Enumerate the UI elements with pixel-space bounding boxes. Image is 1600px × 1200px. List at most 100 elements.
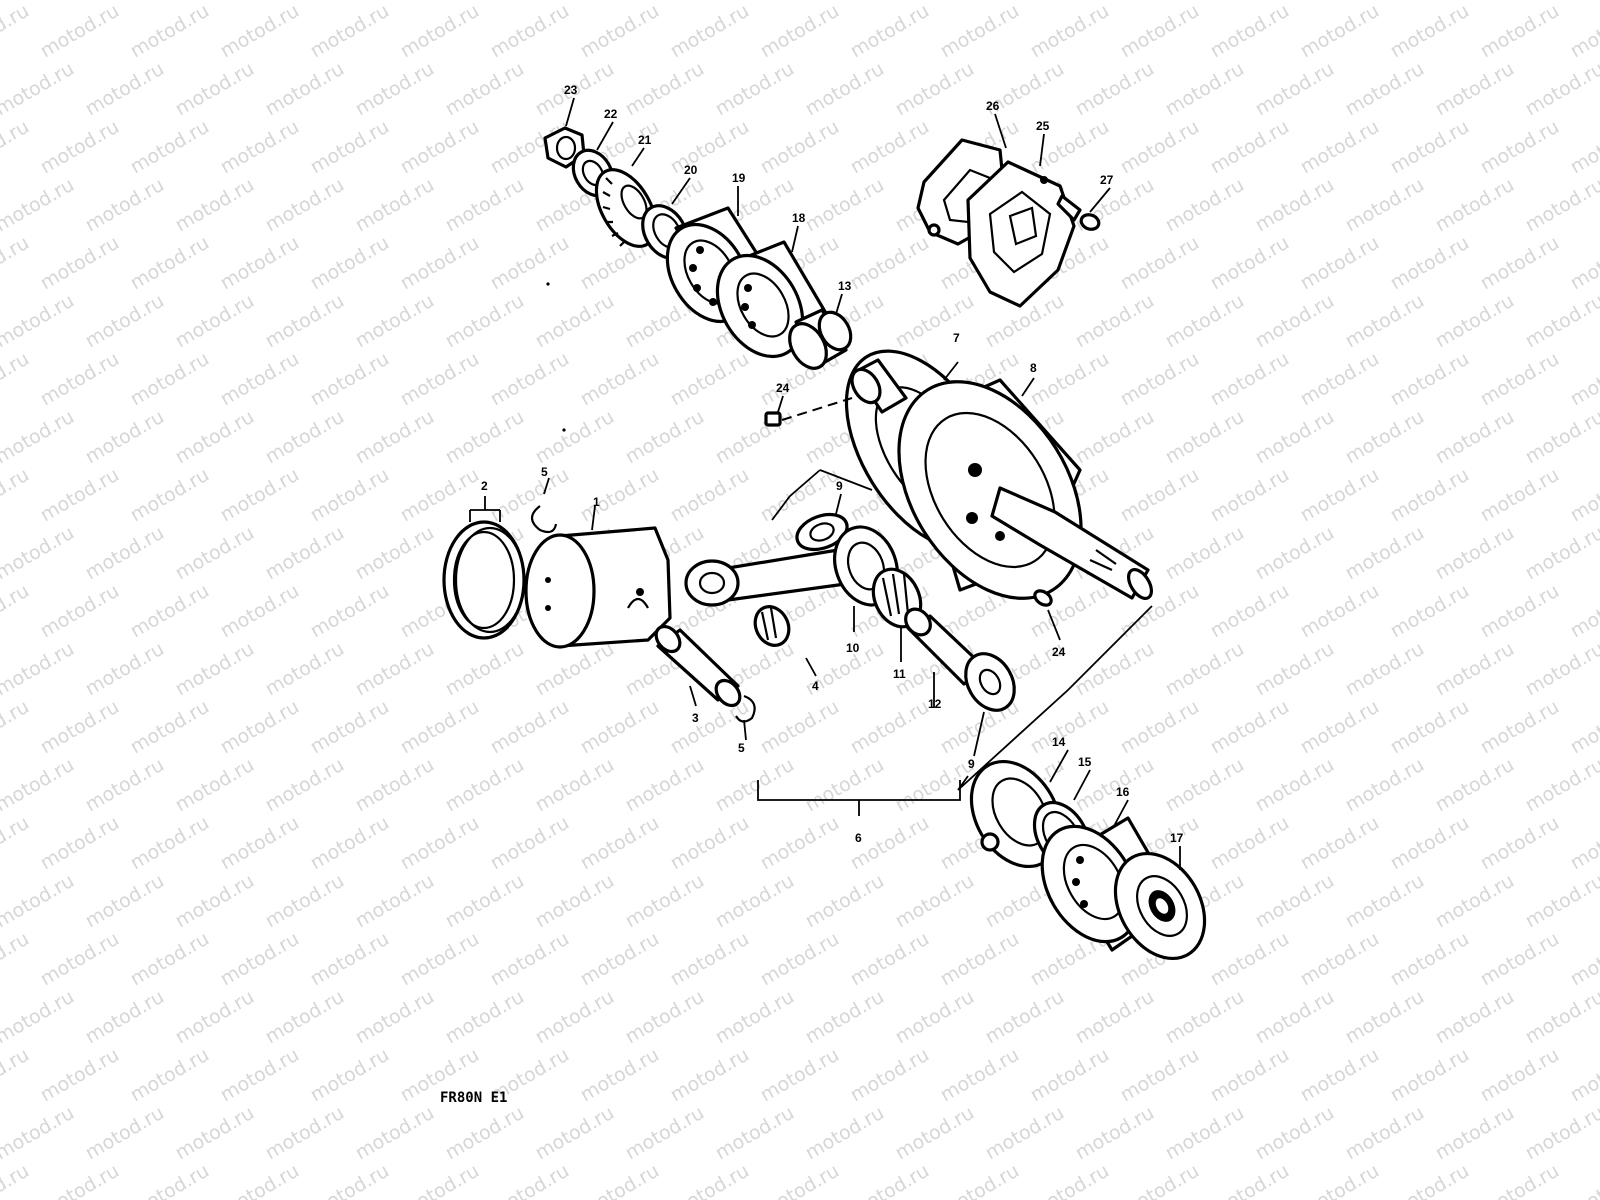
watermark-text: motod.ru bbox=[982, 1102, 1068, 1165]
watermark-text: motod.ru bbox=[1342, 870, 1428, 933]
watermark-text: motod.ru bbox=[1162, 174, 1248, 237]
watermark-text: motod.ru bbox=[577, 812, 663, 875]
part-9-washer bbox=[795, 512, 849, 552]
watermark-text: motod.ru bbox=[307, 0, 393, 62]
callout-15: 15 bbox=[1078, 755, 1092, 769]
watermark-text: motod.ru bbox=[0, 406, 78, 469]
watermark-text: motod.ru bbox=[622, 406, 708, 469]
watermark-text: motod.ru bbox=[217, 928, 303, 991]
watermark-text: motod.ru bbox=[1252, 638, 1338, 701]
watermark-text: motod.ru bbox=[1387, 232, 1473, 295]
watermark-text: motod.ru bbox=[982, 986, 1068, 1049]
watermark-text: motod.ru bbox=[1477, 464, 1563, 527]
watermark-text: motod.ru bbox=[1117, 348, 1203, 411]
watermark-text: motod.ru bbox=[0, 464, 33, 527]
diagram-code: FR80N E1 bbox=[440, 1090, 507, 1106]
watermark-text: motod.ru bbox=[1162, 406, 1248, 469]
watermark-text: motod.ru bbox=[127, 812, 213, 875]
watermark-text: motod.ru bbox=[1432, 986, 1518, 1049]
watermark-text: motod.ru bbox=[352, 754, 438, 817]
watermark-text: motod.ru bbox=[1027, 696, 1113, 759]
watermark-text: motod.ru bbox=[352, 174, 438, 237]
watermark-text: motod.ru bbox=[37, 464, 123, 527]
watermark-text: motod.ru bbox=[892, 754, 978, 817]
callout-12: 12 bbox=[928, 697, 942, 711]
watermark-text: motod.ru bbox=[937, 1160, 1023, 1200]
callout-25: 25 bbox=[1036, 119, 1050, 133]
watermark-text: motod.ru bbox=[1477, 1160, 1563, 1200]
watermark-text: motod.ru bbox=[1477, 928, 1563, 991]
watermark-text: motod.ru bbox=[1432, 1102, 1518, 1165]
part-17-bearing bbox=[1113, 851, 1207, 961]
watermark-text: motod.ru bbox=[442, 0, 528, 4]
watermark-text: motod.ru bbox=[577, 0, 663, 62]
watermark-text: motod.ru bbox=[82, 870, 168, 933]
watermark-text: motod.ru bbox=[397, 928, 483, 991]
watermark-text: motod.ru bbox=[262, 754, 348, 817]
watermark-text: motod.ru bbox=[577, 696, 663, 759]
watermark-text: motod.ru bbox=[442, 1102, 528, 1165]
watermark-text: motod.ru bbox=[262, 986, 348, 1049]
print-speck bbox=[546, 282, 550, 286]
watermark-text: motod.ru bbox=[262, 0, 348, 4]
watermark-text: motod.ru bbox=[532, 638, 618, 701]
part-3-piston-pin bbox=[654, 624, 742, 708]
watermark-text: motod.ru bbox=[1567, 232, 1600, 295]
watermark-text: motod.ru bbox=[82, 58, 168, 121]
watermark-text: motod.ru bbox=[1477, 812, 1563, 875]
watermark-text: motod.ru bbox=[1162, 638, 1248, 701]
watermark-text: motod.ru bbox=[0, 812, 33, 875]
callout-13: 13 bbox=[838, 279, 852, 293]
part-1-piston bbox=[524, 526, 672, 649]
watermark-text: motod.ru bbox=[1522, 986, 1600, 1049]
watermark-text: motod.ru bbox=[0, 870, 78, 933]
watermark-text: motod.ru bbox=[172, 290, 258, 353]
watermark-text: motod.ru bbox=[1567, 580, 1600, 643]
watermark-text: motod.ru bbox=[127, 580, 213, 643]
watermark-text: motod.ru bbox=[1252, 174, 1338, 237]
watermark-text: motod.ru bbox=[1162, 754, 1248, 817]
watermark-text: motod.ru bbox=[1207, 116, 1293, 179]
watermark-text: motod.ru bbox=[397, 696, 483, 759]
callout-2: 2 bbox=[481, 479, 488, 493]
part-24-key bbox=[764, 397, 853, 427]
callout-24-lower: 24 bbox=[1052, 645, 1066, 659]
watermark-text: motod.ru bbox=[127, 1044, 213, 1107]
callout-17: 17 bbox=[1170, 831, 1184, 845]
watermark-text: motod.ru bbox=[1432, 754, 1518, 817]
watermark-text: motod.ru bbox=[442, 986, 528, 1049]
watermark-text: motod.ru bbox=[1072, 406, 1158, 469]
watermark-text: motod.ru bbox=[442, 290, 528, 353]
watermark-text: motod.ru bbox=[172, 174, 258, 237]
watermark-text: motod.ru bbox=[1207, 580, 1293, 643]
watermark-text: motod.ru bbox=[1387, 1044, 1473, 1107]
watermark-text: motod.ru bbox=[1117, 464, 1203, 527]
watermark-text: motod.ru bbox=[757, 696, 843, 759]
watermark-text: motod.ru bbox=[622, 58, 708, 121]
watermark-text: motod.ru bbox=[1252, 986, 1338, 1049]
watermark-text: motod.ru bbox=[127, 232, 213, 295]
watermark-text: motod.ru bbox=[622, 0, 708, 4]
watermark-text: motod.ru bbox=[127, 928, 213, 991]
watermark-text: motod.ru bbox=[172, 986, 258, 1049]
part-2-piston-rings bbox=[442, 520, 526, 640]
watermark-text: motod.ru bbox=[172, 406, 258, 469]
watermark-text: motod.ru bbox=[1027, 348, 1113, 411]
watermark-text: motod.ru bbox=[802, 174, 888, 237]
watermark-text: motod.ru bbox=[1432, 870, 1518, 933]
watermark-text: motod.ru bbox=[37, 232, 123, 295]
watermark-text: motod.ru bbox=[0, 638, 78, 701]
watermark-text: motod.ru bbox=[892, 870, 978, 933]
watermark-text: motod.ru bbox=[1117, 232, 1203, 295]
watermark-text: motod.ru bbox=[1297, 580, 1383, 643]
watermark-text: motod.ru bbox=[0, 928, 33, 991]
watermark-text: motod.ru bbox=[127, 464, 213, 527]
callout-20: 20 bbox=[684, 163, 698, 177]
watermark-text: motod.ru bbox=[847, 232, 933, 295]
watermark-text: motod.ru bbox=[487, 1160, 573, 1200]
watermark-text: motod.ru bbox=[1252, 58, 1338, 121]
watermark-text: motod.ru bbox=[262, 290, 348, 353]
watermark-text: motod.ru bbox=[1117, 116, 1203, 179]
